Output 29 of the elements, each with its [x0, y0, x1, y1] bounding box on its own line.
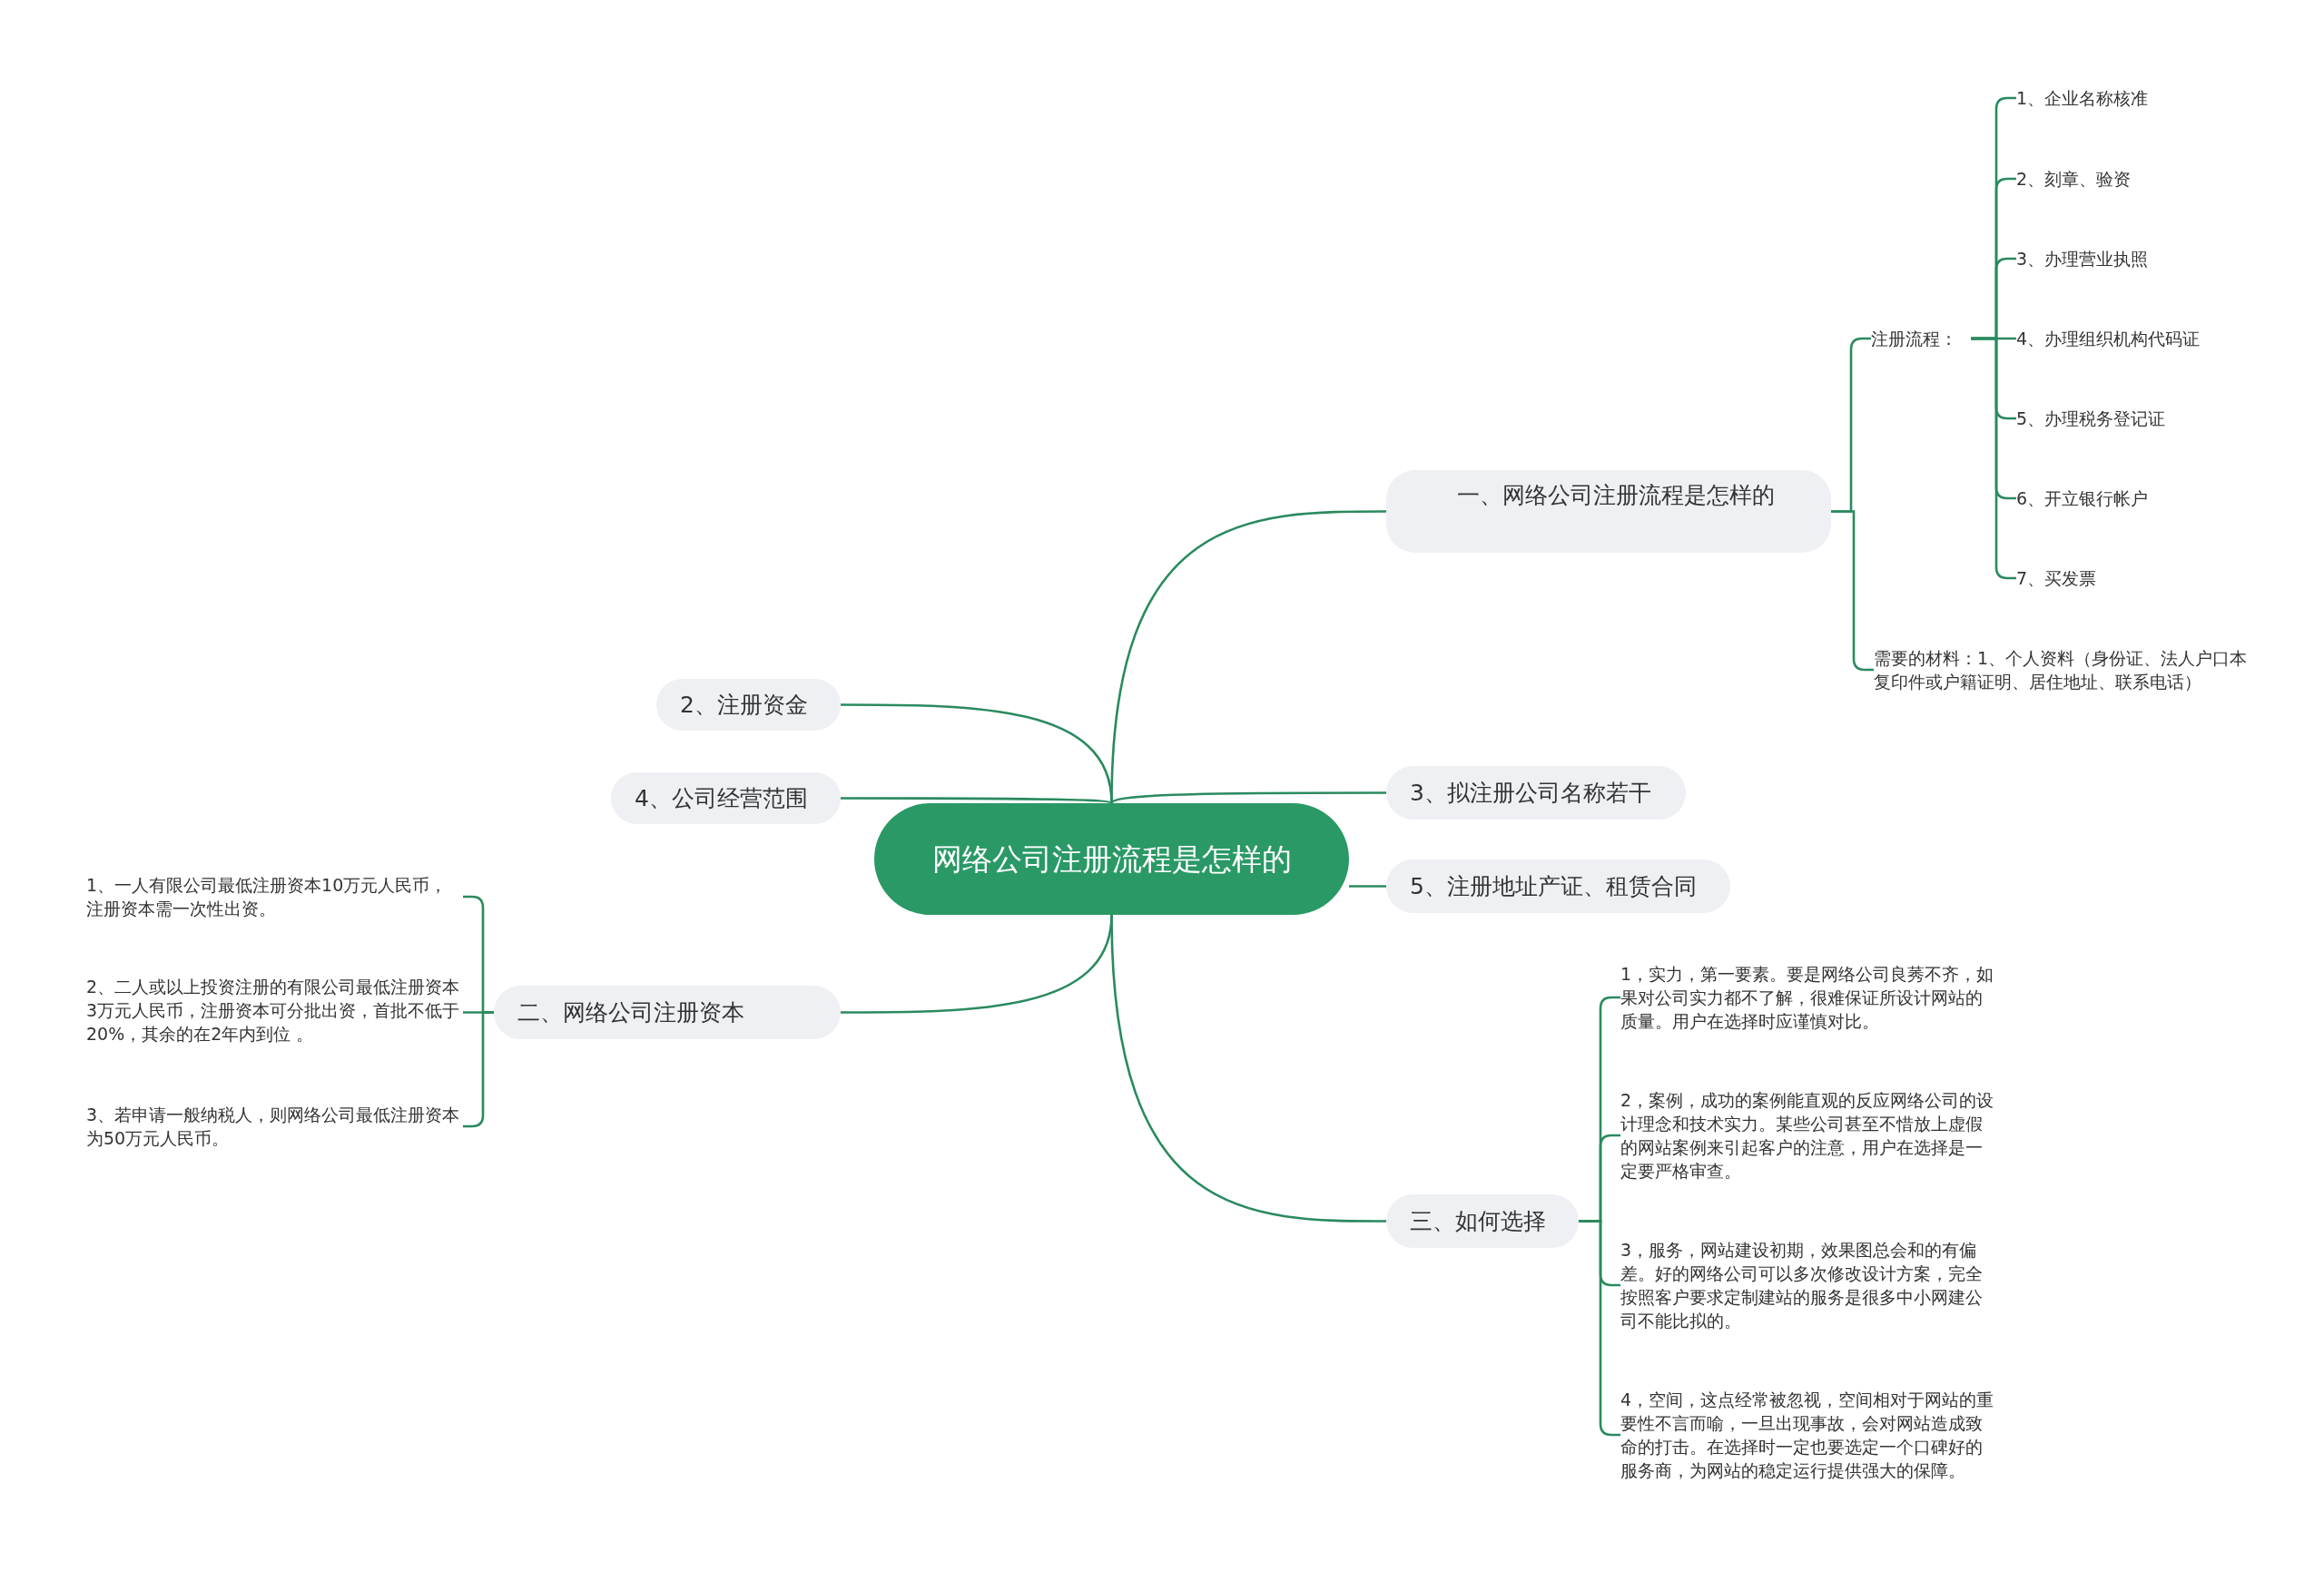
- central-topic: 网络公司注册流程是怎样的: [874, 803, 1349, 915]
- note-text: 3、办理营业执照: [2016, 247, 2289, 270]
- note-text: 2、二人或以上投资注册的有限公司最低注册资本3万元人民币，注册资本可分批出资，首批不低于20%，其余的在2年内到位 。: [86, 975, 463, 1046]
- note-text: 3，服务，网站建设初期，效果图总会和的有偏差。好的网络公司可以多次修改设计方案，完全按照客户要求定制建站的服务是很多中小网建公司不能比拟的。: [1620, 1238, 1997, 1332]
- note-text: 4，空间，这点经常被忽视，空间相对于网站的重要性不言而喻，一旦出现事故，会对网站造成致命的打击。在选择时一定也要选定一个口碑好的服务商，为网站的稳定运行提供强大的保障。: [1620, 1388, 1997, 1482]
- connector-line: [1110, 791, 1386, 804]
- note-text: 5、办理税务登记证: [2016, 407, 2289, 430]
- note-text: 2、刻章、验资: [2016, 167, 2289, 191]
- note-text: 1、企业名称核准: [2016, 86, 2289, 110]
- topic-pill: 2、注册资金: [656, 679, 841, 731]
- topic-pill: 二、网络公司注册资本: [494, 986, 841, 1039]
- connector-line: [1349, 885, 1386, 888]
- note-text: 注册流程：: [1871, 327, 1971, 350]
- note-text: 1、一人有限公司最低注册资本10万元人民币，注册资本需一次性出资。: [86, 873, 463, 920]
- connector-line: [1110, 914, 1386, 1223]
- note-text: 2，案例，成功的案例能直观的反应网络公司的设计理念和技术实力。某些公司甚至不惜放上虚假的网站案例来引起客户的注意，用户在选择是一定要严格审查。: [1620, 1088, 1997, 1183]
- note-text: 7、买发票: [2016, 566, 2289, 590]
- connector-line: [841, 703, 1113, 804]
- connector-line: [841, 797, 1112, 805]
- topic-pill: 4、公司经营范围: [611, 772, 841, 824]
- note-text: 4、办理组织机构代码证: [2016, 327, 2289, 350]
- note-text: 3、若申请一般纳税人，则网络公司最低注册资本为50万元人民币。: [86, 1103, 463, 1150]
- note-text: 1，实力，第一要素。要是网络公司良莠不齐，如果对公司实力都不了解，很难保证所设计网站的质量。用户在选择时应谨慎对比。: [1620, 962, 1997, 1033]
- note-text: 6、开立银行帐户: [2016, 486, 2289, 510]
- topic-pill: 三、如何选择: [1386, 1194, 1579, 1248]
- topic-pill: 一、网络公司注册流程是怎样的: [1386, 470, 1831, 553]
- topic-pill: 5、注册地址产证、租赁合同: [1386, 859, 1730, 913]
- topic-pill: 3、拟注册公司名称若干: [1386, 766, 1686, 820]
- note-text: 需要的材料：1、个人资料（身份证、法人户口本复印件或户籍证明、居住地址、联系电话）: [1874, 646, 2255, 693]
